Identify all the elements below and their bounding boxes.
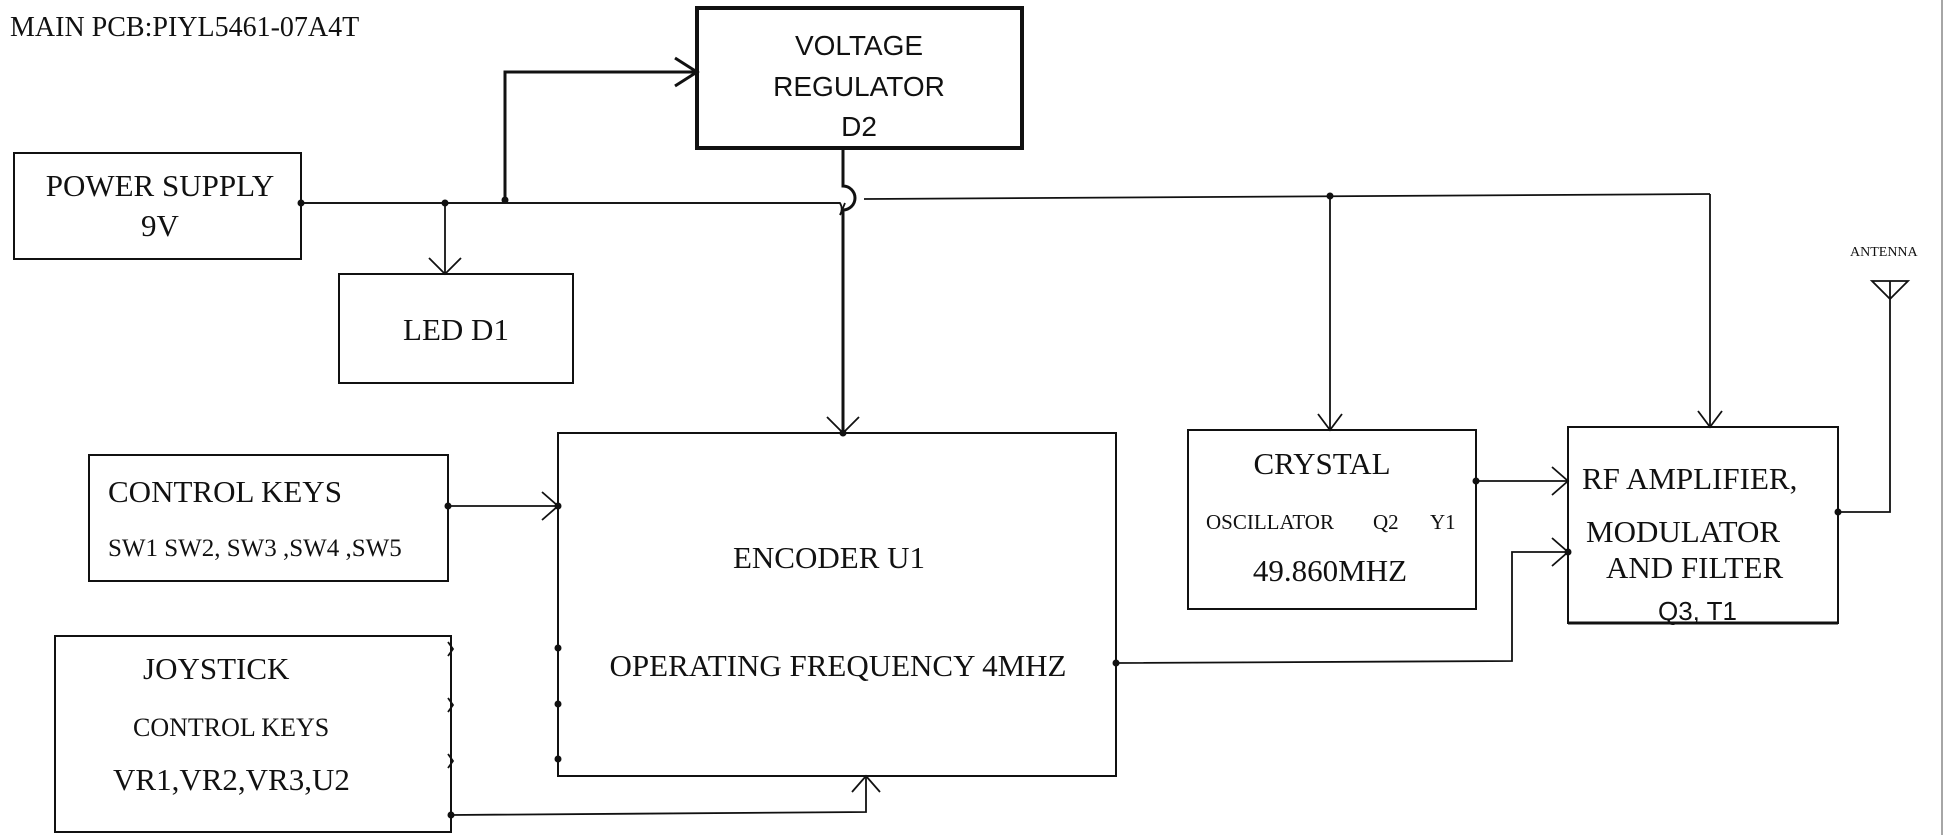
joystick-box: [54, 635, 452, 833]
page-title: MAIN PCB:PIYL5461-07A4T: [10, 12, 359, 43]
antenna-icon: [1869, 280, 1911, 301]
rf-to-antenna-wire: [1838, 299, 1891, 513]
joystick-block: JOYSTICK CONTROL KEYS VR1,VR2,VR3,U2: [54, 635, 452, 833]
arrow-rf-power: [1697, 410, 1723, 429]
junction-encoder-in-1: [554, 502, 562, 510]
power-supply-label-line2: 9V: [141, 208, 180, 243]
control-keys-block: CONTROL KEYS SW1 SW2, SW3 ,SW4 ,SW5: [88, 454, 449, 582]
rf-amplifier-label-line2: MODULATOR: [1586, 514, 1780, 549]
power-bus-wire-left: [301, 202, 846, 216]
crystal-output: [1472, 466, 1570, 496]
junction-led: [441, 199, 449, 207]
joystick-pin-1: [447, 641, 455, 657]
encoder-label-line2: OPERATING FREQUENCY 4MHZ: [610, 648, 1067, 683]
control-keys-box: [88, 454, 449, 582]
antenna-label: ANTENNA: [1850, 245, 1919, 260]
encoder-box: [557, 432, 1117, 777]
joystick-pin-2: [447, 697, 455, 713]
junction-rf-out: [1834, 508, 1842, 516]
junction-encoder-out: [1112, 659, 1120, 667]
joystick-to-encoder-wire: [450, 776, 867, 816]
rf-amplifier-label-line3: AND FILTER: [1606, 550, 1783, 585]
encoder-pins: [554, 644, 562, 763]
power-supply-label-line1: POWER SUPPLY: [46, 168, 275, 203]
joystick-label-line1: JOYSTICK: [143, 651, 290, 686]
led-box: [338, 273, 574, 384]
arrow-led: [428, 257, 462, 276]
crystal-oscillator-block: CRYSTAL OSCILLATOR Q2 Y1 49.860MHZ: [1187, 429, 1477, 610]
encoder-to-rf-wire: [1115, 551, 1568, 664]
joystick-pin-3: [447, 753, 455, 769]
crystal-label-frequency: 49.860MHZ: [1253, 553, 1407, 588]
arrow-joystick: [851, 774, 881, 793]
voltage-regulator-box: [695, 6, 1024, 150]
voltage-regulator-label-line2: REGULATOR: [773, 71, 945, 102]
regulator-to-encoder-wire: [841, 148, 857, 433]
regulator-output: [826, 148, 860, 437]
rf-output: [1834, 299, 1891, 516]
arrow-regulator-in: [674, 56, 700, 88]
led-label: LED D1: [403, 312, 509, 347]
junction-regulator: [501, 196, 509, 204]
arrow-crystal-power: [1317, 413, 1343, 432]
power-bus-segment-b: [863, 193, 1711, 200]
junction-encoder-top: [839, 429, 847, 437]
encoder-block: ENCODER U1 OPERATING FREQUENCY 4MHZ: [557, 432, 1117, 777]
antenna: ANTENNA: [1850, 245, 1919, 301]
crystal-label-line2: OSCILLATOR: [1206, 510, 1334, 534]
joystick-label-line2: CONTROL KEYS: [133, 713, 329, 742]
joystick-link: [447, 774, 881, 819]
control-keys-label-line2: SW1 SW2, SW3 ,SW4 ,SW5: [108, 535, 402, 562]
crystal-label-line1: CRYSTAL: [1253, 446, 1390, 481]
power-supply-block: POWER SUPPLY 9V: [13, 152, 302, 260]
led-block: LED D1: [338, 273, 574, 384]
encoder-pin-3: [554, 755, 562, 763]
control-keys-label-line1: CONTROL KEYS: [108, 474, 342, 509]
arrow-crystal-to-rf: [1551, 466, 1570, 496]
rf-amplifier-label-line4: Q3, T1: [1658, 596, 1737, 626]
rf-amplifier-label-line1: RF AMPLIFIER,: [1582, 461, 1797, 496]
crystal-label-y1: Y1: [1430, 510, 1456, 534]
control-keys-link: [444, 491, 562, 521]
voltage-regulator-label-line3: D2: [841, 111, 877, 142]
joystick-label-line3: VR1,VR2,VR3,U2: [113, 762, 350, 797]
junction-joystick-out: [447, 811, 455, 819]
junction-crystal-out: [1472, 477, 1480, 485]
crystal-label-q2: Q2: [1373, 510, 1399, 534]
rf-amplifier-block: RF AMPLIFIER, MODULATOR AND FILTER Q3, T…: [1567, 426, 1839, 626]
voltage-regulator-block: VOLTAGE REGULATOR D2: [695, 6, 1024, 150]
voltage-regulator-label-line1: VOLTAGE: [795, 30, 923, 61]
junction-rf-in-2: [1564, 548, 1572, 556]
junction-control-keys-out: [444, 502, 452, 510]
encoder-label-line1: ENCODER U1: [733, 540, 925, 575]
encoder-pin-2: [554, 700, 562, 708]
power-bus: [297, 56, 1723, 432]
encoder-pin-1: [554, 644, 562, 652]
junction-crystal: [1326, 192, 1334, 200]
power-feed-regulator: [503, 70, 697, 200]
junction-power-supply: [297, 199, 305, 207]
encoder-output: [1112, 537, 1572, 667]
joystick-pins: [447, 641, 455, 769]
crystal-box: [1187, 429, 1477, 610]
